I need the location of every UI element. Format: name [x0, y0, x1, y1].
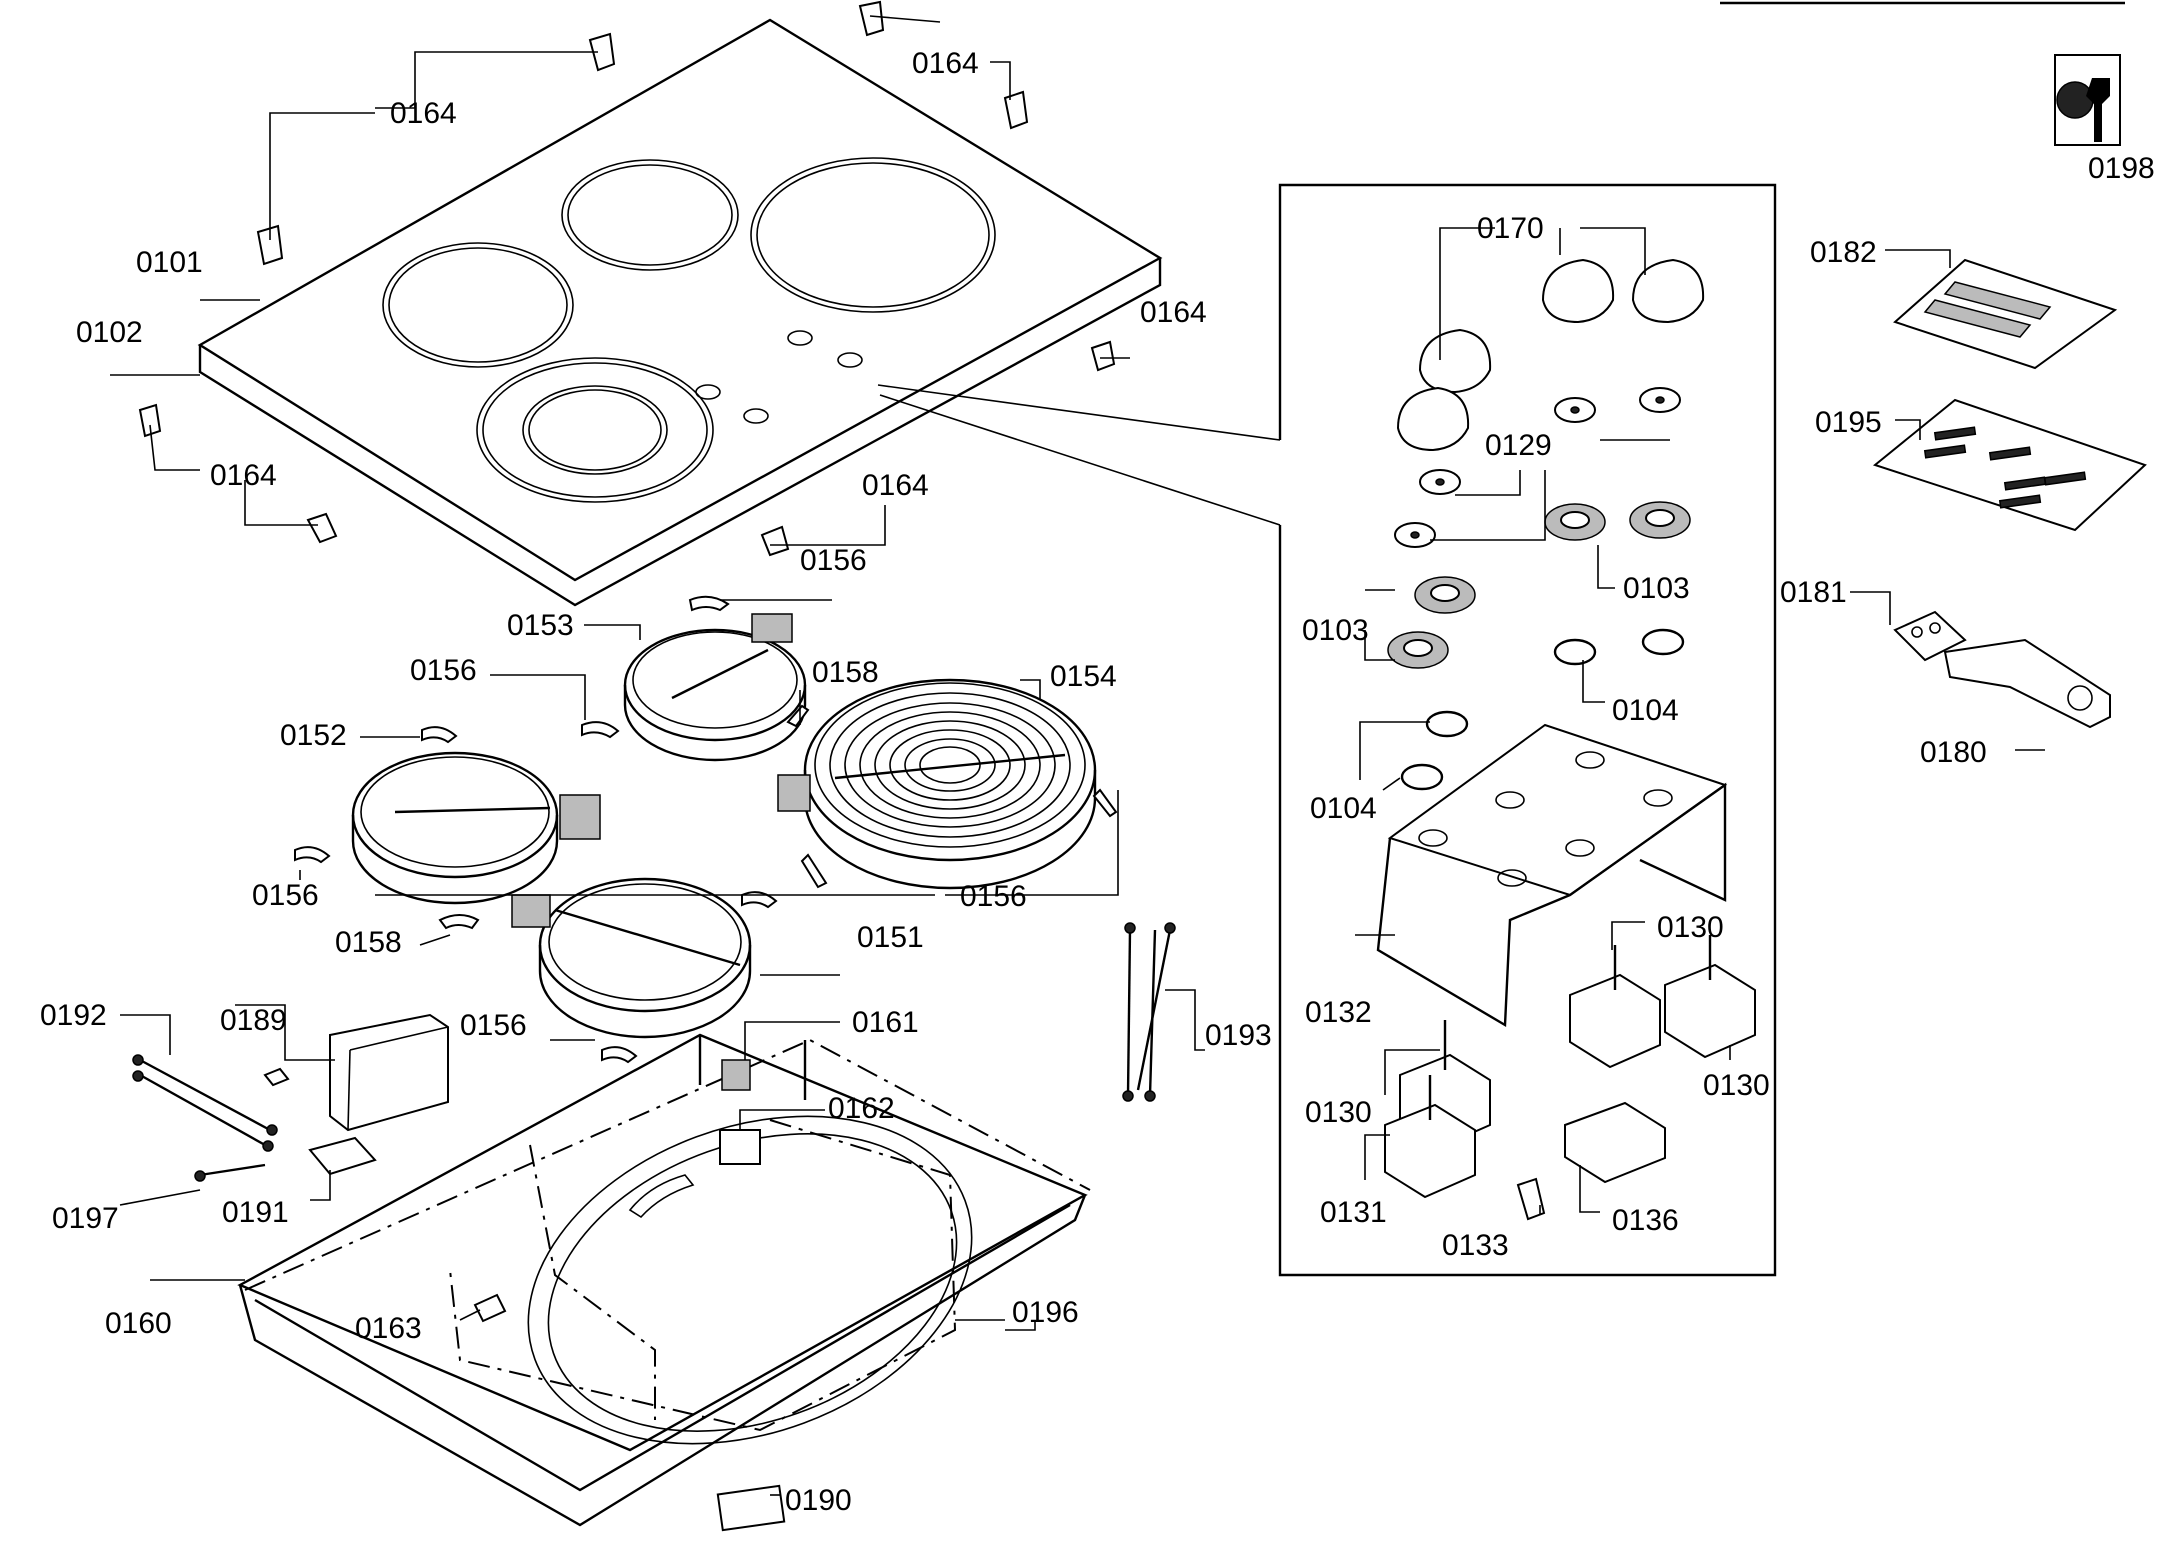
- radiant-heater-0154: [777, 678, 1097, 890]
- label-0151: 0151: [857, 921, 924, 954]
- label-0181: 0181: [1780, 576, 1847, 609]
- wire-harness-0192: [132, 1054, 278, 1152]
- housing-tray: [237, 1033, 1091, 1527]
- label-0163: 0163: [355, 1312, 422, 1345]
- label-0130: 0130: [1657, 911, 1724, 944]
- bracket-0189: [329, 1013, 449, 1132]
- washers-0129: [1394, 387, 1681, 548]
- label-0198: 0198: [2088, 152, 2155, 185]
- control-cover-0132: [1376, 723, 1728, 1028]
- cooking-zone-rear-left: [561, 159, 739, 271]
- label-0170: 0170: [1477, 212, 1544, 245]
- label-0102: 0102: [76, 316, 143, 349]
- mounting-clips: [138, 0, 1116, 557]
- leader-lines-inset: [1355, 227, 1731, 1215]
- label-0156: 0156: [460, 1009, 527, 1042]
- label-0131: 0131: [1320, 1196, 1387, 1229]
- terminal-0191: [308, 1136, 377, 1176]
- wires-0193: [1122, 922, 1176, 1102]
- part-number-labels: 0101 0102 0164 0164 0164 0164 0164 0156 …: [40, 47, 2155, 1517]
- label-0132: 0132: [1305, 996, 1372, 1029]
- part-0161: [721, 1059, 751, 1091]
- part-0162: [719, 1129, 761, 1165]
- label-0103: 0103: [1623, 572, 1690, 605]
- label-0103: 0103: [1302, 614, 1369, 647]
- control-parts-inset: [1278, 183, 1777, 1277]
- label-0153: 0153: [507, 609, 574, 642]
- label-0156: 0156: [960, 880, 1027, 913]
- label-0164: 0164: [210, 459, 277, 492]
- radiant-heater-0152: [351, 751, 601, 905]
- seals-0103: [1387, 501, 1691, 669]
- indicator-0133: [1516, 1177, 1546, 1221]
- cooking-zone-rear-right: [750, 157, 996, 313]
- radiant-heater-0151: [511, 877, 752, 1039]
- label-0196: 0196: [1012, 1296, 1079, 1329]
- o-rings-0104: [1400, 628, 1685, 791]
- label-0160: 0160: [105, 1307, 172, 1340]
- label-0130: 0130: [1703, 1069, 1770, 1102]
- label-0104: 0104: [1612, 694, 1679, 727]
- label-0161: 0161: [852, 1006, 919, 1039]
- lever-0180: [1943, 638, 2111, 729]
- label-0156: 0156: [410, 654, 477, 687]
- leader-lines-tray: [119, 989, 1205, 1496]
- label-0154: 0154: [1050, 660, 1117, 693]
- screw-pack-0195: [1872, 398, 2147, 532]
- knob-hole: [837, 352, 863, 368]
- label-0158: 0158: [335, 926, 402, 959]
- label-0156: 0156: [252, 879, 319, 912]
- glass-ceramic-top: [197, 18, 1163, 607]
- label-0164: 0164: [862, 469, 929, 502]
- cable-sleeve: [628, 1174, 695, 1219]
- spring-clips: [294, 595, 1118, 1064]
- label-0182: 0182: [1810, 236, 1877, 269]
- label-0133: 0133: [1442, 1229, 1509, 1262]
- label-0180: 0180: [1920, 736, 1987, 769]
- label-0162: 0162: [828, 1092, 895, 1125]
- screw-set-0182: [1893, 258, 2118, 370]
- label-0191: 0191: [222, 1196, 289, 1229]
- radiant-heater-0153: [623, 613, 807, 762]
- label-0129: 0129: [1485, 429, 1552, 462]
- knob-hole: [743, 408, 769, 424]
- label-0195: 0195: [1815, 406, 1882, 439]
- label-0164: 0164: [912, 47, 979, 80]
- label-0197: 0197: [52, 1202, 119, 1235]
- label-0192: 0192: [40, 999, 107, 1032]
- control-knobs: [1396, 258, 1705, 452]
- bracket-0181: [1893, 610, 1967, 662]
- leader-lines-top: [110, 15, 1281, 546]
- label-0130: 0130: [1305, 1096, 1372, 1129]
- label-0193: 0193: [1205, 1019, 1272, 1052]
- label-0136: 0136: [1612, 1204, 1679, 1237]
- label-0164: 0164: [1140, 296, 1207, 329]
- cooktop-cutout-ring: [527, 1115, 973, 1445]
- part-0163: [473, 1293, 507, 1323]
- knob-hole: [695, 384, 721, 400]
- wrench-nut-icon: [2086, 78, 2110, 142]
- label-0156: 0156: [800, 544, 867, 577]
- knob-hole: [787, 330, 813, 346]
- cooking-zone-front-left: [382, 242, 574, 368]
- leader-lines-right: [1850, 249, 2045, 751]
- tray-small-parts: [263, 1013, 786, 1532]
- label-0104: 0104: [1310, 792, 1377, 825]
- rotary-switches: [1384, 935, 1756, 1221]
- label-0152: 0152: [280, 719, 347, 752]
- relay-0136: [1564, 1101, 1666, 1184]
- label-0189: 0189: [220, 1004, 287, 1037]
- leader-lines-heaters: [299, 599, 1119, 1041]
- label-plate-0190: [716, 1484, 786, 1532]
- label-0190: 0190: [785, 1484, 852, 1517]
- label-0164: 0164: [390, 97, 457, 130]
- cooking-zone-front-right-dual: [476, 357, 714, 503]
- label-0101: 0101: [136, 246, 203, 279]
- wire-0197: [194, 1163, 266, 1182]
- service-tool-0198: [2054, 54, 2121, 146]
- label-0158: 0158: [812, 656, 879, 689]
